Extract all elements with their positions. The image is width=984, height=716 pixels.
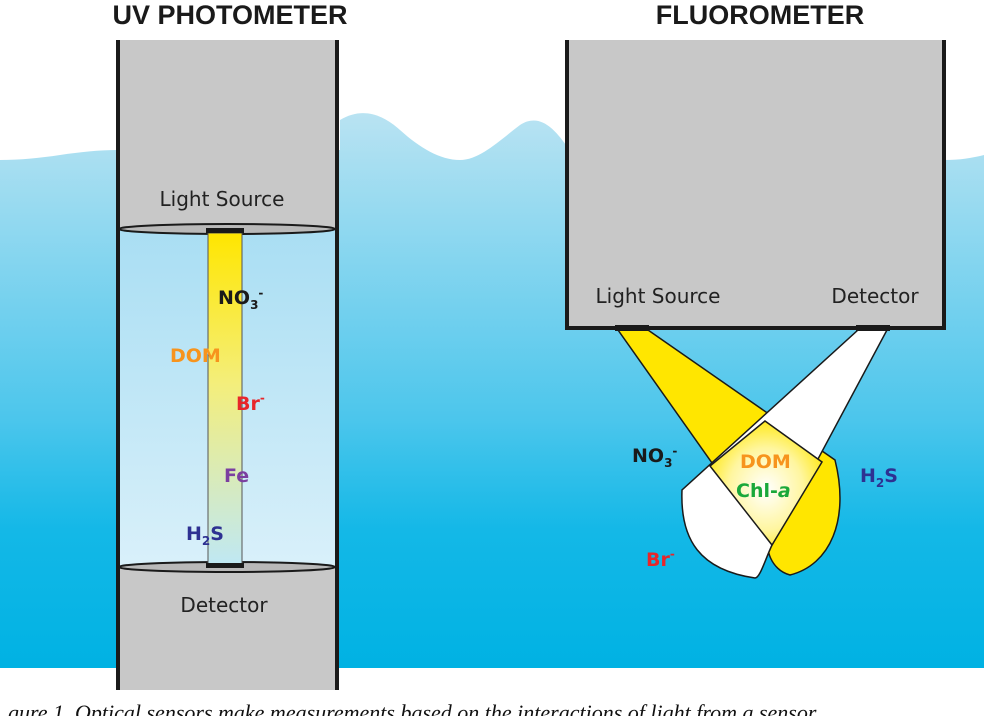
fluorometer xyxy=(565,40,946,579)
fluoro-light-source-label: Light Source xyxy=(596,284,721,308)
fluoro-detector-label: Detector xyxy=(831,284,919,308)
figure-caption: gure 1. Optical sensors make measurement… xyxy=(8,700,817,716)
fluoro-br-label: Br- xyxy=(646,547,675,571)
fluoro-overlap-region xyxy=(708,420,823,547)
uv-h2s-label: H2S xyxy=(186,523,224,548)
uv-no3-label: NO3- xyxy=(218,286,263,312)
fluoro-dom-label: DOM xyxy=(740,451,791,473)
uv-detector-sensor xyxy=(206,563,244,568)
fluoro-source-emitter xyxy=(615,325,649,331)
uv-detector-label: Detector xyxy=(180,593,268,617)
uv-light-source-label: Light Source xyxy=(160,187,285,211)
uv-source-emitter xyxy=(206,228,244,233)
fluoro-chla-label: Chl-a xyxy=(736,480,791,502)
uv-photometer-title: UV PHOTOMETER xyxy=(112,0,347,30)
fluoro-housing xyxy=(566,40,945,328)
uv-light-beam xyxy=(207,232,243,566)
uv-dom-label: DOM xyxy=(170,345,221,367)
fluorometer-title: FLUOROMETER xyxy=(656,0,865,30)
uv-br-label: Br- xyxy=(236,391,265,415)
fluoro-h2s-label: H2S xyxy=(860,465,898,490)
fluoro-detector-sensor xyxy=(856,325,890,331)
fluoro-no3-label: NO3- xyxy=(632,444,677,470)
uv-photometer xyxy=(116,40,339,690)
uv-fe-label: Fe xyxy=(224,465,249,487)
fluoro-housing-outline xyxy=(565,40,946,330)
